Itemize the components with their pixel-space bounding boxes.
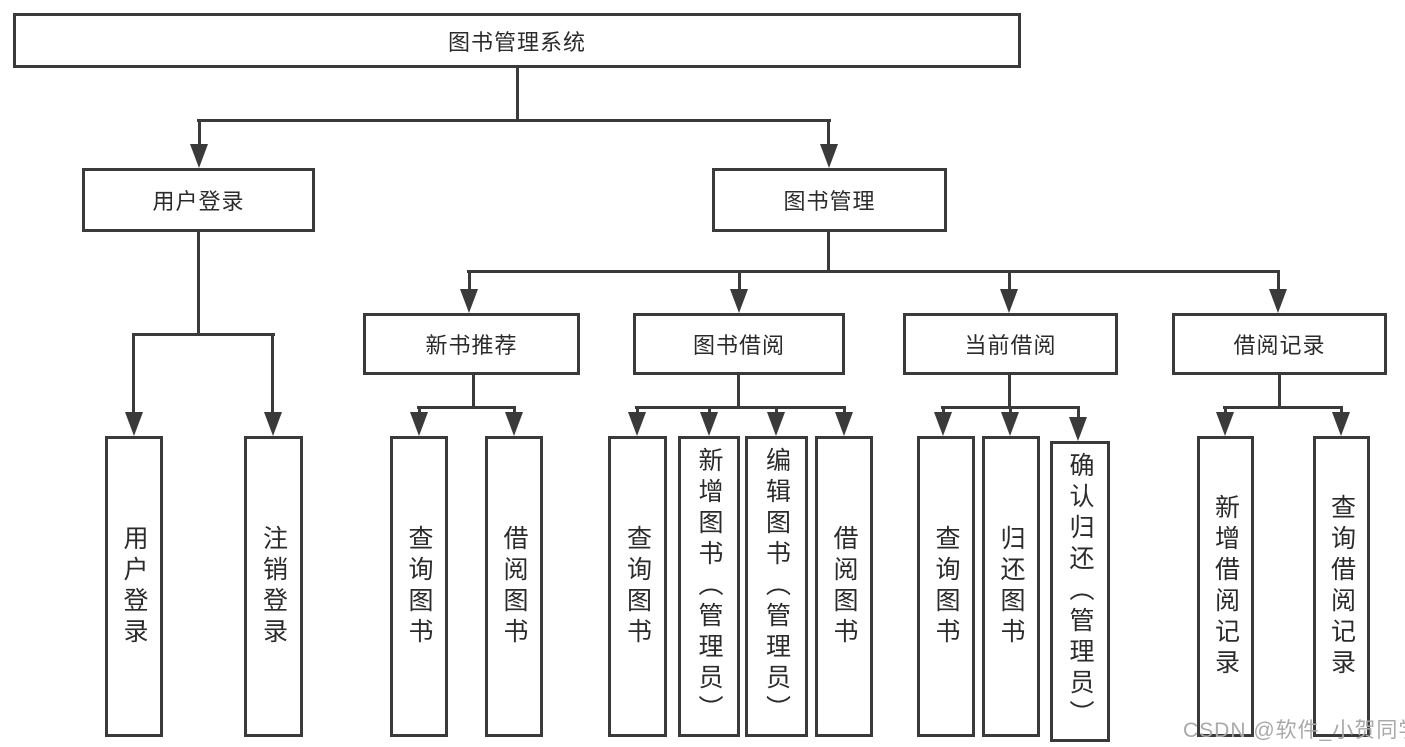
connector-line xyxy=(827,232,830,273)
connector-line xyxy=(418,406,421,416)
connector-line xyxy=(1278,375,1281,409)
connector-line xyxy=(775,406,778,416)
connector-line xyxy=(516,68,519,122)
node-borrowing-records: 借阅记录 xyxy=(1172,313,1387,375)
connector-line xyxy=(1223,406,1343,409)
arrow-down-icon xyxy=(730,289,748,313)
arrow-down-icon xyxy=(505,412,523,436)
arrow-down-icon xyxy=(1001,412,1019,436)
connector-line xyxy=(1224,406,1227,416)
connector-line xyxy=(197,232,200,336)
node-user-login-leaf: 用户登录 xyxy=(105,436,163,737)
arrow-down-icon xyxy=(628,412,646,436)
arrow-down-icon xyxy=(767,412,785,436)
node-query-books-3: 查询图书 xyxy=(917,436,975,737)
connector-line xyxy=(942,406,945,416)
node-new-book-recommendation: 新书推荐 xyxy=(363,313,580,375)
node-borrow-books-1: 借阅图书 xyxy=(485,436,543,737)
connector-line xyxy=(737,375,740,409)
arrow-down-icon xyxy=(264,412,282,436)
connector-line xyxy=(197,119,831,122)
node-book-borrowing: 图书借阅 xyxy=(633,313,845,375)
connector-line xyxy=(1340,406,1343,416)
arrow-down-icon xyxy=(1216,412,1234,436)
node-user-login: 用户登录 xyxy=(82,168,315,232)
node-query-borrow-record: 查询借阅记录 xyxy=(1313,436,1370,737)
node-library-management-system: 图书管理系统 xyxy=(13,13,1021,68)
connector-line xyxy=(468,270,471,292)
connector-line xyxy=(1008,375,1011,409)
node-query-books-1: 查询图书 xyxy=(390,436,448,737)
arrow-down-icon xyxy=(934,412,952,436)
node-confirm-return-admin: 确认归还（管理员） xyxy=(1050,441,1110,742)
node-return-book: 归还图书 xyxy=(982,436,1040,737)
arrow-down-icon xyxy=(190,144,208,168)
arrow-down-icon xyxy=(125,412,143,436)
csdn-watermark: CSDN @软件_小贺同学 xyxy=(1183,719,1405,742)
connector-line xyxy=(635,406,845,409)
node-query-books-2: 查询图书 xyxy=(608,436,667,737)
connector-line xyxy=(636,406,639,416)
connector-line xyxy=(132,333,275,336)
connector-line xyxy=(827,119,830,148)
arrow-down-icon xyxy=(820,144,838,168)
arrow-down-icon xyxy=(700,412,718,436)
connector-line xyxy=(1009,406,1012,416)
arrow-down-icon xyxy=(835,412,853,436)
connector-line xyxy=(271,333,274,415)
connector-line xyxy=(738,270,741,292)
node-add-book-admin: 新增图书（管理员） xyxy=(678,436,740,737)
node-current-borrowing: 当前借阅 xyxy=(903,313,1118,375)
connector-line xyxy=(472,375,475,409)
connector-line xyxy=(843,406,846,416)
connector-line xyxy=(467,270,1280,273)
arrow-down-icon xyxy=(1000,289,1018,313)
arrow-down-icon xyxy=(1332,412,1350,436)
connector-line xyxy=(1008,270,1011,292)
connector-line xyxy=(417,406,516,409)
connector-line xyxy=(1277,270,1280,292)
arrow-down-icon xyxy=(1269,289,1287,313)
connector-line xyxy=(1077,406,1080,420)
arrow-down-icon xyxy=(410,412,428,436)
arrow-down-icon xyxy=(1069,417,1087,441)
connector-line xyxy=(708,406,711,416)
node-borrow-books-2: 借阅图书 xyxy=(815,436,873,737)
connector-line xyxy=(132,333,135,415)
node-edit-book-admin: 编辑图书（管理员） xyxy=(745,436,808,737)
connector-line xyxy=(198,119,201,148)
arrow-down-icon xyxy=(460,289,478,313)
connector-line xyxy=(513,406,516,416)
node-book-management: 图书管理 xyxy=(712,168,947,232)
node-logout-leaf: 注销登录 xyxy=(244,436,303,737)
node-add-borrow-record: 新增借阅记录 xyxy=(1197,436,1254,737)
